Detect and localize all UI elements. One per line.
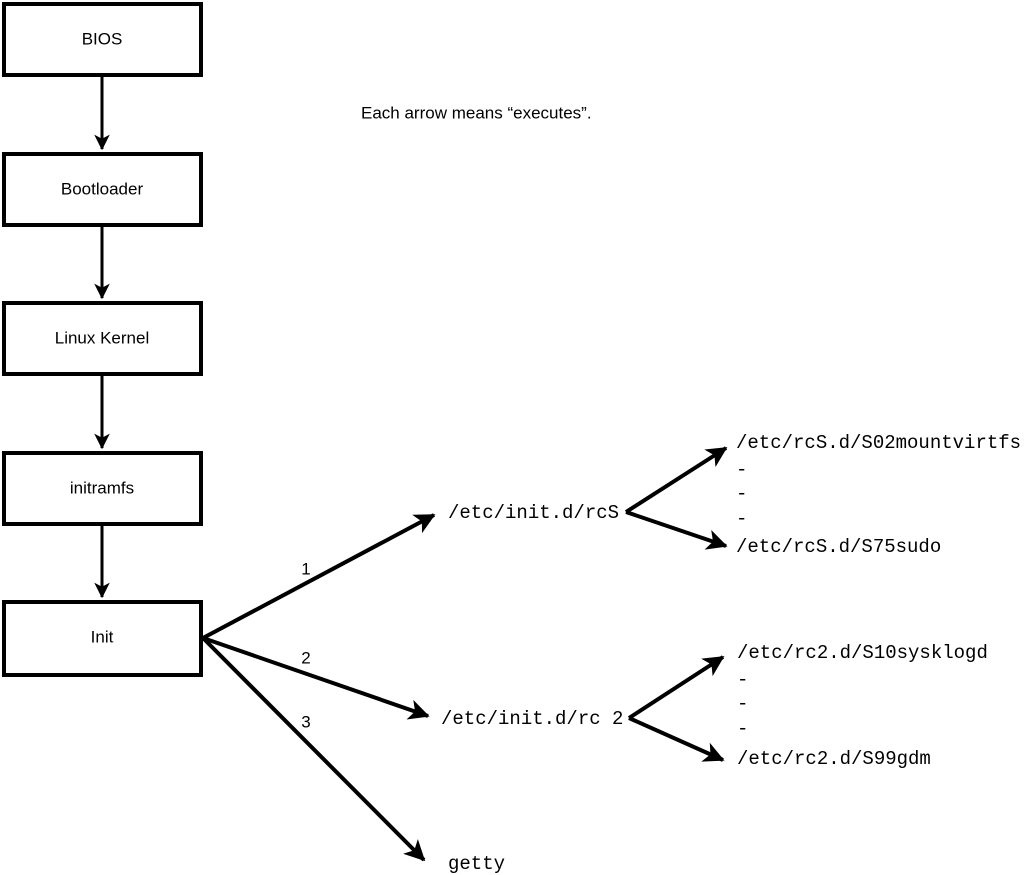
- branch-number-2: 2: [301, 648, 310, 667]
- node-init-box: [2, 600, 203, 677]
- boot-chain-group: BIOS Bootloader Linux Kernel initramfs I…: [2, 2, 203, 677]
- rcsd-ellipsis-dash-3: -: [736, 508, 747, 530]
- label-rc2d-last-script: /etc/rc2.d/S99gdm: [737, 748, 931, 770]
- label-etc-initd-rc2: /etc/init.d/rc 2: [441, 708, 623, 730]
- arrow-rcs-to-first-script: [624, 446, 728, 514]
- node-init: Init: [2, 600, 203, 677]
- node-bootloader-box: [2, 152, 203, 227]
- arrow-rcs-to-last-script: [625, 510, 728, 550]
- rcsd-ellipsis-dash-2: -: [736, 483, 747, 505]
- label-rcsd-first-script: /etc/rcS.d/S02mountvirtfs: [736, 432, 1021, 454]
- node-linux-kernel: Linux Kernel: [2, 301, 203, 376]
- arrow-rc2-to-first-script: [627, 655, 725, 720]
- arrow-rc2-to-last-script: [628, 716, 725, 762]
- node-init-label: Init: [91, 627, 114, 646]
- node-linux-kernel-box: [2, 301, 203, 376]
- node-initramfs-box: [2, 451, 203, 526]
- arrow-init-to-getty: [201, 636, 426, 862]
- node-initramfs: initramfs: [2, 451, 203, 526]
- rc2d-ellipsis-dash-3: -: [737, 718, 748, 740]
- node-bios-box: [2, 2, 203, 77]
- node-bios-label: BIOS: [82, 29, 123, 48]
- caption-text: Each arrow means “executes”.: [361, 103, 592, 122]
- node-bios: BIOS: [2, 2, 203, 77]
- label-etc-initd-rcs: /etc/init.d/rcS: [448, 502, 619, 524]
- rcs-subbranch-group: /etc/rcS.d/S02mountvirtfs - - - /etc/rcS…: [624, 432, 1021, 558]
- rcsd-ellipsis-dash-1: -: [736, 459, 747, 481]
- node-bootloader: Bootloader: [2, 152, 203, 227]
- label-rcsd-last-script: /etc/rcS.d/S75sudo: [736, 536, 941, 558]
- label-rc2d-first-script: /etc/rc2.d/S10sysklogd: [737, 642, 988, 664]
- branch-number-1: 1: [301, 559, 310, 578]
- arrow-init-to-rc2: [202, 636, 430, 720]
- node-bootloader-label: Bootloader: [61, 179, 144, 198]
- branch-number-3: 3: [301, 712, 310, 731]
- label-getty: getty: [448, 853, 505, 875]
- rc2d-ellipsis-dash-1: -: [737, 669, 748, 691]
- node-initramfs-label: initramfs: [70, 478, 134, 497]
- init-branch-arrows: 1 2 3: [201, 513, 436, 862]
- rc2-subbranch-group: /etc/rc2.d/S10sysklogd - - - /etc/rc2.d/…: [627, 642, 988, 770]
- rc2d-ellipsis-dash-2: -: [737, 693, 748, 715]
- node-linux-kernel-label: Linux Kernel: [55, 328, 150, 347]
- arrow-init-to-rcs: [202, 513, 436, 640]
